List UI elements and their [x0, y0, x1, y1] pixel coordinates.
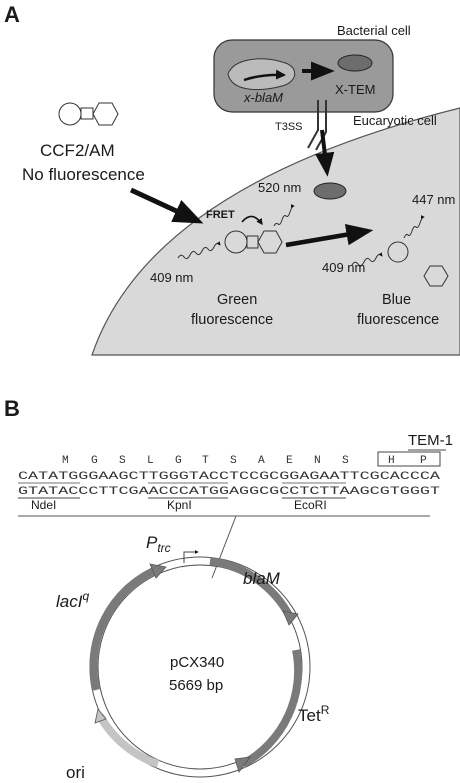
promoter-subscript: trc [157, 541, 170, 555]
cleavage-arrow [285, 223, 374, 248]
amino-acid: E [286, 455, 293, 467]
ecori-label: EcoRI [294, 498, 327, 512]
dna-blob [227, 58, 296, 91]
promoter-p: P [146, 533, 158, 552]
laci-label: lacIq [56, 589, 89, 611]
translocation-arrow [315, 129, 335, 177]
emission-green-label: 520 nm [258, 180, 301, 195]
t3ss-needle [307, 100, 319, 149]
gene-arrow [243, 69, 286, 82]
blam-label: blaM [243, 569, 281, 588]
cleaved-fluorescein [423, 265, 449, 287]
amino-acid: S [119, 455, 126, 467]
tet-gene-arc [241, 649, 303, 768]
tet-name: Tet [298, 706, 321, 725]
fret-molecule [224, 230, 283, 254]
tem1-box [377, 451, 441, 467]
eucaryotic-cell-label: Eucaryotic cell [353, 113, 437, 128]
amino-acid: A [258, 455, 265, 467]
emission-blue-label: 447 nm [412, 192, 455, 207]
fret-arrow [241, 215, 263, 226]
amino-acid-row: M G S L G T S A E N S H P [62, 455, 427, 467]
laci-superscript: q [82, 589, 89, 603]
amino-acid: T [202, 455, 209, 467]
ccf2-label: CCF2/AM [40, 141, 115, 160]
insert-pointer-line [211, 515, 237, 579]
tet-superscript: R [321, 703, 330, 717]
panel-a-label: A [4, 2, 20, 27]
tet-label: TetR [298, 703, 330, 725]
amino-acid: H [388, 455, 395, 467]
emission-wave-blue [403, 215, 425, 239]
amino-acid: S [342, 455, 349, 467]
tet-gene-arrowhead [234, 756, 251, 773]
plasmid-name: pCX340 [170, 654, 224, 671]
no-fluorescence-label: No fluorescence [22, 165, 145, 184]
amino-acid: M [62, 455, 69, 467]
laci-gene-arrowhead [149, 563, 167, 579]
laci-gene-arc [89, 566, 158, 691]
amino-acid: P [420, 455, 427, 467]
x-tem-label: X-TEM [335, 82, 375, 97]
green-fluorescence-line2: fluorescence [191, 312, 273, 328]
amino-acid: L [147, 455, 154, 467]
dna-bottom-strand: GTATACCCTTCGAACCCATGGAGGCGCCTCTTAAGCGTGG… [18, 486, 440, 498]
t3ss-needle-2 [315, 100, 327, 151]
promoter-label: Ptrc [146, 533, 171, 555]
laci-name: lacI [56, 592, 83, 611]
blue-fluorescence-line2: fluorescence [357, 312, 439, 328]
excitation-wave-left [177, 241, 221, 260]
blam-gene-arrowhead [282, 610, 299, 626]
amino-acid: G [91, 455, 98, 467]
amino-acid: N [314, 455, 321, 467]
blam-gene-arc [209, 557, 294, 619]
excitation-left-label: 409 nm [150, 270, 193, 285]
ndei-label: NdeI [31, 498, 56, 512]
gene-label: x-blaM [243, 90, 283, 105]
excitation-wave-right [351, 252, 383, 267]
plasmid-size: 5669 bp [169, 677, 223, 694]
blue-fluorescence-line1: Blue [382, 292, 411, 308]
tem1-label: TEM-1 [408, 432, 453, 449]
panel-b-label: B [4, 396, 20, 421]
ori-label: ori [66, 763, 85, 782]
excitation-right-label: 409 nm [322, 260, 365, 275]
ccf2-molecule [58, 102, 119, 126]
kpni-label: KpnI [167, 498, 192, 512]
amino-acid: G [175, 455, 182, 467]
bacterial-cell-label: Bacterial cell [337, 23, 411, 38]
translocated-protein [313, 182, 347, 200]
amino-acid: S [230, 455, 237, 467]
cleaved-coumarin [387, 241, 409, 263]
emission-wave-green [273, 204, 295, 227]
entry-arrow [129, 187, 204, 224]
fret-label: FRET [206, 209, 235, 221]
x-tem-protein [337, 54, 373, 72]
t3ss-label: T3SS [275, 121, 303, 133]
ori-arc [96, 713, 160, 768]
green-fluorescence-line1: Green [217, 292, 257, 308]
promoter-arrow [183, 550, 199, 563]
ori-arrowhead [94, 708, 107, 724]
dna-top-strand: CATATGGGAAGCTTGGGTACCTCCGCGGAGAATTCGCACC… [18, 471, 440, 483]
